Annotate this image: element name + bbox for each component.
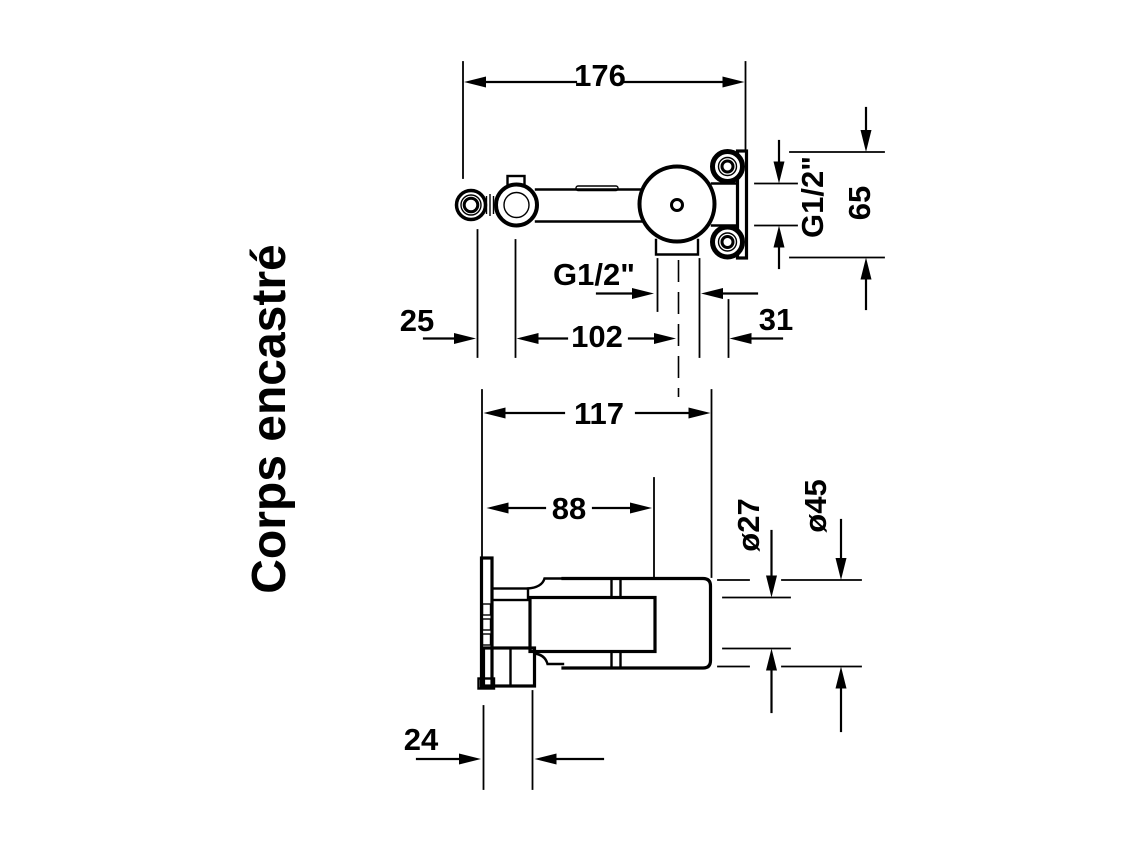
dim-label-176: 176 [574, 58, 626, 93]
outer-sleeve [561, 576, 713, 670]
arrowhead-left [516, 333, 539, 344]
arrowhead-left [701, 288, 723, 299]
arrowhead-left [729, 333, 752, 344]
dim-overall-length: 176 [462, 58, 747, 179]
top-view-drawing [454, 149, 749, 260]
spout-mid-ring [460, 194, 482, 216]
dim-inlet-thread: G1/2" [754, 139, 830, 270]
dim-label-88: 88 [552, 491, 586, 526]
arrowhead-right [722, 76, 745, 88]
dim-bracket-height: 65 [789, 106, 885, 311]
dim-label-g12-top: G1/2" [795, 156, 830, 238]
arrowhead-up [773, 225, 785, 248]
arrowhead-left [534, 753, 557, 765]
upper-bracket-arm [490, 577, 565, 602]
dim-label-31: 31 [759, 302, 793, 337]
flange-foot [477, 677, 496, 690]
inlet-nut-bottom [710, 224, 745, 260]
body-center-hole [670, 198, 684, 212]
arm-flare [526, 577, 565, 590]
wall-bracket [710, 149, 749, 260]
mixer-body [637, 164, 717, 256]
arrowhead-down [773, 161, 785, 184]
nut-mid-ring [717, 156, 738, 177]
flange-slot [481, 618, 492, 631]
arrowhead-right [632, 288, 654, 299]
outlet-block [481, 646, 537, 688]
dim-label-117: 117 [574, 396, 624, 431]
arrowhead-up [860, 257, 872, 280]
arrowhead-left [483, 407, 506, 419]
elbow-inner-ring [503, 191, 530, 219]
dim-label-65: 65 [842, 186, 877, 220]
arrowhead-right [688, 407, 711, 419]
bracket-plate [735, 149, 749, 260]
elbow-connector [494, 174, 539, 228]
flange-slot [481, 603, 492, 616]
nut-bore [720, 159, 735, 174]
dim-tube-diameter: ø27 [722, 498, 791, 714]
dim-outlet-offset: 24 [404, 690, 605, 790]
dim-sleeve-diameter: ø45 [717, 479, 862, 733]
dim-label-d45: ø45 [798, 479, 833, 532]
dim-overall-depth: 117 [481, 389, 713, 578]
nut-bore [720, 235, 735, 249]
arrowhead-right [630, 502, 652, 514]
dim-label-g12-bottom: G1/2" [553, 257, 635, 292]
dim-outlet-thread: G1/2" [553, 257, 759, 358]
nut-mid-ring [717, 232, 738, 252]
arrowhead-down [835, 558, 847, 580]
elbow-outer-ring [494, 182, 539, 228]
dim-label-24: 24 [404, 722, 439, 757]
inner-tube [528, 595, 657, 654]
spout-outlet [454, 188, 495, 222]
arm-bar [490, 587, 530, 602]
bottom-outlet-tab [654, 238, 700, 256]
bottom-outlet-elbow [481, 646, 565, 688]
spout-inner-ring [462, 196, 480, 214]
inlet-nut-top [710, 149, 745, 184]
dim-label-25: 25 [400, 303, 434, 338]
arrowhead-up [766, 648, 777, 671]
arrowhead-left [486, 502, 509, 514]
dim-chain-row: 25 102 31 [400, 229, 793, 358]
connecting-tube [534, 185, 644, 223]
arrowhead-up [835, 666, 847, 689]
side-view-dimensions: 117 88 ø27 [404, 389, 862, 790]
dim-label-d27: ø27 [731, 498, 766, 551]
arrowhead-right [459, 753, 481, 765]
arrowhead-right [654, 333, 676, 344]
page-title: Corps encastré [243, 244, 296, 593]
mounting-flange [477, 556, 496, 690]
dim-tube-depth: 88 [486, 477, 655, 578]
side-view-drawing [477, 556, 713, 690]
tube-flat-detail [575, 185, 619, 192]
top-view-dimensions: 176 G1/2" 65 [400, 58, 885, 397]
flange-slot [481, 633, 492, 646]
arrowhead-left [464, 76, 486, 88]
arrowhead-down [860, 130, 872, 152]
arrowhead-down [766, 575, 777, 598]
dim-label-102: 102 [571, 319, 623, 354]
arrowhead-right [454, 333, 476, 344]
outlet-flare [533, 652, 565, 666]
